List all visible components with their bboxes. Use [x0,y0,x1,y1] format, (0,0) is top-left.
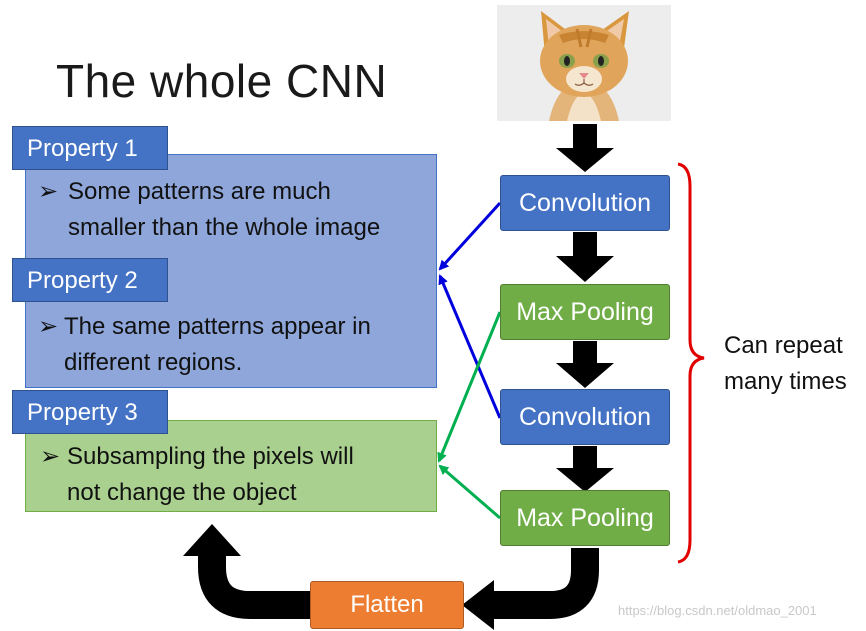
property-1-line-1: Some patterns are much [68,178,331,205]
property-1-line-2: smaller than the whole image [68,214,381,241]
convolution-step-2: Convolution [500,389,670,445]
curve-back-up-arrow [183,524,310,619]
arrow-bullet-icon: ➢ [40,443,61,470]
down-arrow-icon [556,446,614,492]
property-2-label: Property 2 [12,258,168,302]
repeat-brace [677,162,705,564]
conv2-to-property2-arrow [438,274,502,419]
down-arrow-icon [556,124,614,172]
property-2-text: ➢The same patterns appear in different r… [38,309,371,381]
arrow-bullet-icon: ➢ [38,313,59,340]
arrow-bullet-icon: ➢ [38,178,59,205]
property-2-line-1: The same patterns appear in [64,313,371,340]
repeat-line-2: many times [724,368,847,395]
repeat-line-1: Can repeat [724,332,843,359]
property-3-text: ➢Subsampling the pixels will not change … [40,439,354,511]
flatten-step: Flatten [310,581,464,629]
down-arrow-icon [556,341,614,388]
property-3-line-2: not change the object [67,479,297,506]
curve-to-flatten-arrow [462,548,599,630]
kitten-photo [497,5,671,121]
property-1-label: Property 1 [12,126,168,170]
repeat-annotation: Can repeat many times [724,328,847,400]
property-1-text: ➢ Some patterns are much smaller than the… [38,174,380,246]
property-3-box [25,420,437,512]
convolution-step-1: Convolution [500,175,670,231]
down-arrow-icon [556,232,614,282]
max-pooling-step-2: Max Pooling [500,490,670,546]
property-3-line-1: Subsampling the pixels will [67,443,354,470]
max-pooling-step-1: Max Pooling [500,284,670,340]
watermark: https://blog.csdn.net/oldmao_2001 [618,603,817,618]
conv1-to-property1-arrow [438,201,502,271]
page-title: The whole CNN [56,55,388,107]
property-3-label: Property 3 [12,390,168,434]
pool2-to-property3-arrow [438,464,501,520]
property-2-line-2: different regions. [64,349,243,376]
pool1-to-property3-arrow [437,311,502,463]
